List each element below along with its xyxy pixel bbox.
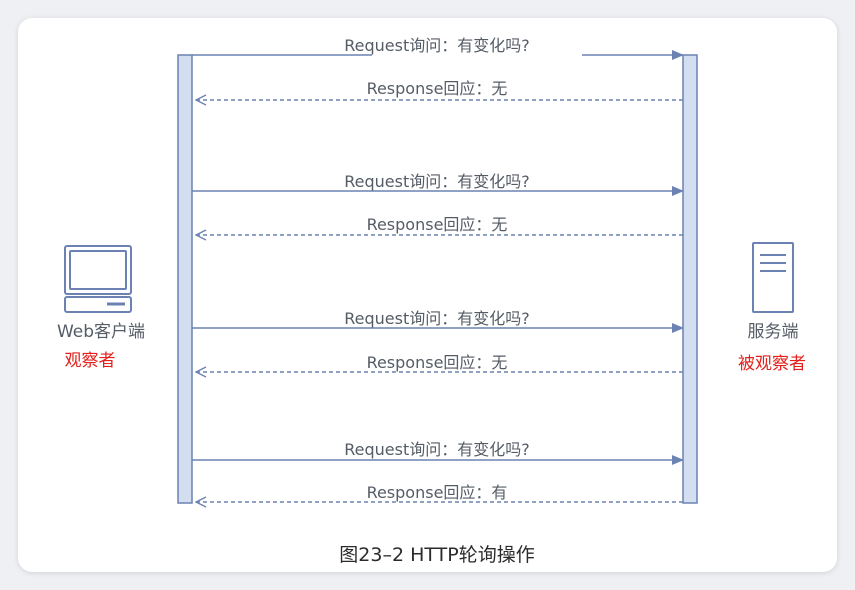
server-lifeline	[682, 54, 698, 504]
response-label: Response回应：无	[367, 79, 508, 98]
client-label: Web客户端	[57, 322, 145, 342]
response-label: Response回应：有	[367, 483, 508, 502]
request-label: Request询问：有变化吗?	[344, 309, 530, 328]
response-label: Response回应：无	[367, 353, 508, 372]
client-role: 观察者	[65, 351, 116, 371]
figure-caption: 图23–2 HTTP轮询操作	[339, 544, 534, 566]
server-role: 被观察者	[738, 354, 806, 374]
request-label: Request询问：有变化吗?	[344, 440, 530, 459]
client-lifeline	[177, 54, 193, 504]
response-label: Response回应：无	[367, 215, 508, 234]
server-icon	[752, 242, 794, 313]
label-background	[372, 39, 582, 59]
server-label: 服务端	[748, 322, 799, 342]
request-label: Request询问：有变化吗?	[344, 36, 530, 55]
message-group: Request询问：有变化吗? Response回应：无 Request询问：有变化…	[192, 36, 684, 502]
request-label: Request询问：有变化吗?	[344, 172, 530, 191]
diagram-card	[18, 18, 837, 572]
computer-icon	[64, 245, 132, 313]
